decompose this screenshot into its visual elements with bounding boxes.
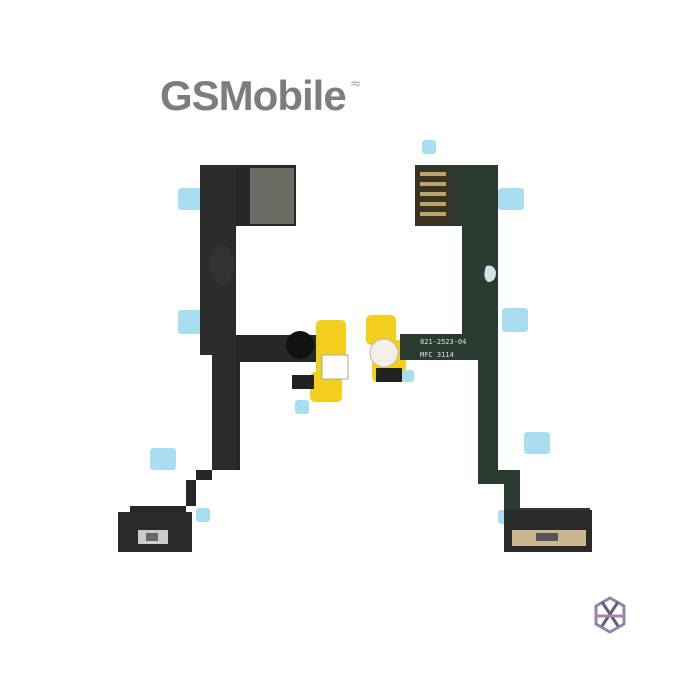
part-number: 821-2523-04 bbox=[420, 338, 466, 346]
part-code: MFC 3114 bbox=[420, 351, 454, 359]
right-components bbox=[366, 315, 414, 382]
brand-logo: GSMobile bbox=[160, 72, 347, 119]
microphone bbox=[286, 331, 314, 359]
brand-area: GSMobile ≈ bbox=[160, 72, 361, 120]
right-flex-cable: 821-2523-04 MFC 3114 bbox=[400, 140, 592, 552]
left-logo-mark bbox=[210, 245, 234, 285]
left-components bbox=[286, 320, 349, 402]
brand-signature: ≈ bbox=[349, 76, 362, 92]
flash-led bbox=[369, 338, 399, 368]
left-connector bbox=[250, 168, 294, 224]
knot-logo-icon bbox=[594, 596, 626, 634]
